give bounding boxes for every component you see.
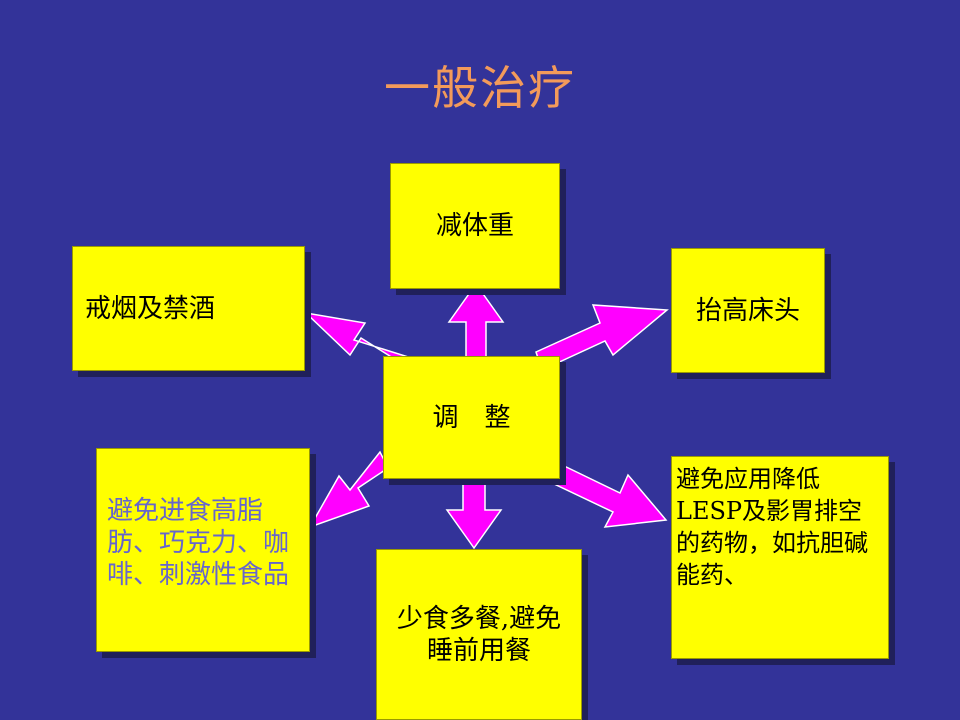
node-adjust-center: 调 整 — [383, 356, 560, 479]
node-adjust-center-label: 调 整 — [432, 402, 511, 433]
node-avoid-drugs: 避免应用降低 LESP及影胃排空的药物，如抗胆碱能药、 — [671, 456, 889, 659]
arrow-lower-left — [308, 450, 389, 529]
node-avoid-fatty-food-label: 避免进食高脂肪、巧克力、咖啡、刺激性食品 — [107, 496, 290, 590]
node-weight-loss-label: 减体重 — [435, 211, 514, 241]
node-avoid-drugs-label: 避免应用降低 LESP及影胃排空的药物，如抗胆碱能药、 — [676, 465, 868, 589]
arrow-down — [445, 469, 503, 550]
node-weight-loss: 减体重 — [390, 163, 560, 289]
arrow-lower-right — [549, 461, 668, 528]
node-raise-bed-head-label: 抬高床头 — [695, 295, 800, 326]
node-quit-smoking-drinking-label: 戒烟及禁酒 — [85, 293, 216, 324]
node-raise-bed-head: 抬高床头 — [671, 248, 825, 373]
node-small-frequent-meals-label: 少食多餐,避免睡前用餐 — [396, 603, 562, 666]
node-avoid-fatty-food: 避免进食高脂肪、巧克力、咖啡、刺激性食品 — [96, 448, 310, 652]
node-quit-smoking-drinking: 戒烟及禁酒 — [72, 246, 305, 371]
node-small-frequent-meals: 少食多餐,避免睡前用餐 — [376, 549, 582, 720]
slide-title: 一般治疗 — [384, 61, 576, 115]
arrow-up — [447, 282, 505, 361]
